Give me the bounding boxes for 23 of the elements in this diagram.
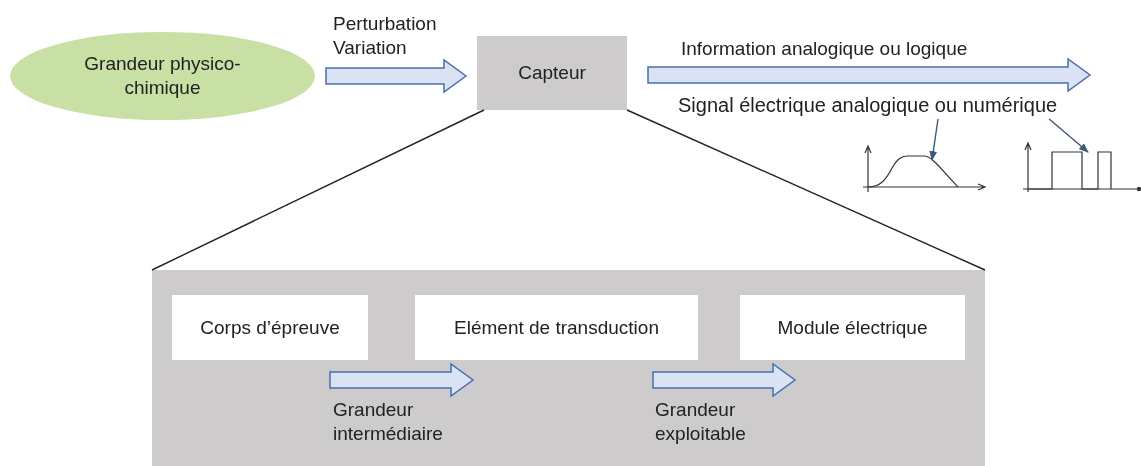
process-label: Elément de transduction	[453, 315, 660, 340]
leader-arrow	[1048, 118, 1089, 153]
block-arrow	[647, 57, 1092, 93]
quantity-label: Grandeur physico-chimique	[83, 52, 242, 100]
process-box	[740, 295, 965, 360]
block-arrow	[652, 362, 797, 398]
process-label: Corps d’épreuve	[199, 315, 341, 340]
sensor-detail-panel	[152, 270, 985, 466]
expansion-line	[151, 109, 485, 271]
edge-label: Information analogique ou logique	[681, 37, 969, 61]
signal-caption: Signal électrique analogique ou numérique	[678, 92, 1058, 118]
edge-label: Grandeur exploitable	[655, 398, 747, 446]
process-box	[415, 295, 698, 360]
block-arrow	[329, 362, 475, 398]
edge-label: Perturbation Variation	[333, 12, 438, 60]
sensor-box	[477, 36, 627, 110]
process-label: Module électrique	[776, 315, 929, 340]
process-box	[172, 295, 368, 360]
edge-label: Grandeur intermédiaire	[333, 398, 444, 446]
leader-arrow	[929, 118, 939, 161]
block-arrow	[325, 58, 468, 94]
expansion-line	[626, 109, 986, 271]
sensor-label: Capteur	[517, 61, 587, 85]
